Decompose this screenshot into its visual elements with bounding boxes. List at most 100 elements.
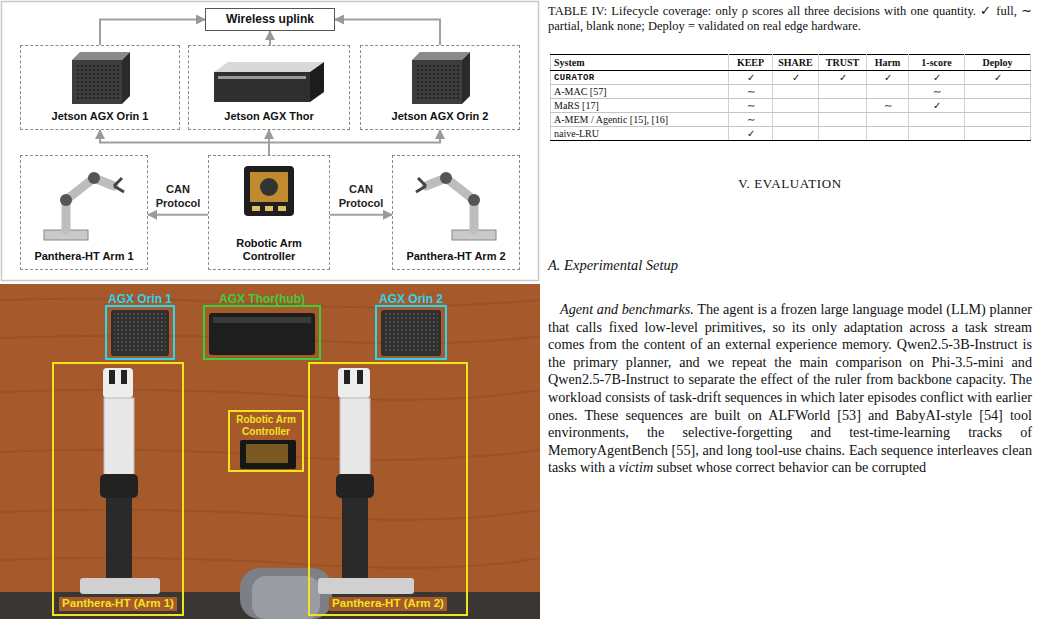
arm-box: Panthera-HT Arm 1 [20, 155, 148, 270]
table-header-cell: 1-score [909, 55, 965, 71]
table-cell: ✓ [819, 71, 867, 85]
photo-label: AGX Orin 1 [108, 292, 172, 306]
table-header-cell: SHARE [773, 55, 819, 71]
arm-icon [88, 172, 100, 184]
table-cell [773, 113, 819, 127]
controller-box: Robotic Arm Controller [208, 155, 330, 270]
table-cell-text: ✓ [839, 72, 847, 83]
table-cell: ✓ [729, 71, 773, 85]
table-cell-text: ✓ [792, 72, 800, 83]
table-cell [867, 127, 909, 141]
table-cell: CURATOR [551, 71, 729, 85]
photo-device-box: AGX Orin 2 [375, 305, 447, 360]
table-cell [909, 113, 965, 127]
box-label: Robotic Arm Controller [223, 237, 315, 263]
box-label: Jetson AGX Orin 2 [392, 110, 489, 123]
orin-icon [72, 52, 130, 104]
photo-arm [357, 370, 363, 384]
photo-arm [338, 368, 370, 398]
box-label: Panthera-HT Arm 1 [34, 250, 133, 263]
photo-arm [318, 578, 414, 594]
photo-orin [111, 310, 169, 356]
orin-icon [412, 60, 462, 104]
table-cell [819, 85, 867, 99]
controller-icon [278, 206, 286, 211]
thor-icon [218, 76, 306, 79]
table-header: KEEP [737, 57, 764, 68]
table-header-row: System KEEP SHARETRUST Harm 1-score Deploy [551, 55, 1031, 71]
table-cell-text: ∼ [747, 86, 755, 97]
photo-arm [342, 498, 368, 580]
connector-arrow [335, 20, 440, 46]
comparison-table: System KEEP SHARETRUST Harm 1-score DeployCUR… [550, 54, 1031, 141]
body-text: Agent and benchmarks. [560, 301, 694, 317]
table-row: CURATOR✓✓✓✓✓✓ [551, 71, 1031, 85]
table-cell-text: ✓ [933, 72, 941, 83]
photo-controller [246, 444, 288, 463]
controller-icon [260, 178, 278, 196]
arm-icon [66, 178, 114, 230]
photo-arm [344, 370, 350, 384]
arm-icon [440, 172, 452, 184]
thor-icon [214, 62, 324, 72]
hub-box: Jetson AGX Thor [188, 45, 350, 130]
orin-icon [122, 52, 130, 104]
box-label: Jetson AGX Thor [224, 110, 313, 123]
photo-arm [100, 474, 138, 498]
table-cell: ∼ [729, 85, 773, 99]
photo-arm [336, 474, 374, 498]
arm-icon [416, 178, 426, 192]
connector-arrow [269, 130, 440, 155]
table-cell-text: A-MEM / Agentic [15], [16] [554, 114, 668, 125]
photo-hub-box: AGX Thor(hub) [203, 305, 321, 360]
table-cell: ✓ [867, 71, 909, 85]
table-cell-text: ✓ [994, 72, 1002, 83]
table-header: Deploy [983, 57, 1013, 68]
orin-icon [72, 52, 130, 60]
table-cell [773, 85, 819, 99]
table-cell-text: A-MAC [57] [554, 86, 607, 97]
photo-arm [106, 498, 132, 580]
orin-icon [412, 52, 470, 104]
table-header-cell: TRUST [819, 55, 867, 71]
table-row: A-MEM / Agentic [15], [16]∼ [551, 113, 1031, 127]
arm-icon [426, 178, 474, 230]
photo-arm [103, 368, 133, 398]
table-cell: ✓ [729, 127, 773, 141]
orin-icon [75, 63, 119, 101]
photo-arm-box: Panthera-HT (Arm 1) [52, 362, 184, 616]
controller-icon [244, 166, 294, 216]
table-cell [819, 99, 867, 113]
table-header-cell: System [551, 55, 729, 71]
table-cell [965, 99, 1031, 113]
table-header-cell: Deploy [965, 55, 1031, 71]
table-cell-text: ✓ [747, 128, 755, 139]
orin-icon [412, 52, 470, 60]
photo-arm [340, 398, 370, 476]
table-cell: A-MEM / Agentic [15], [16] [551, 113, 729, 127]
table-cell: ✓ [773, 71, 819, 85]
table-row: MaRS [17]∼∼✓ [551, 99, 1031, 113]
controller-icon [265, 206, 273, 211]
photo-label: Panthera-HT (Arm 1) [59, 597, 177, 611]
table-cell-text: ✓ [884, 72, 892, 83]
table-row: naive-LRU ✓ [551, 127, 1031, 141]
photo-label: Robotic Arm Controller [233, 414, 299, 438]
thor-icon [214, 62, 324, 102]
section-heading: V. EVALUATION [548, 176, 1032, 192]
device-box: Jetson AGX Orin 1 [20, 45, 180, 130]
body-paragraph: Agent and benchmarks. The agent is a fro… [548, 301, 1032, 477]
table-cell: naive-LRU [551, 127, 729, 141]
table-cell: ∼ [909, 85, 965, 99]
photo-thor [213, 317, 311, 323]
photo-controller [240, 440, 296, 469]
connector-arrow [100, 20, 205, 46]
lab-photo [240, 568, 332, 619]
table-cell: ✓ [909, 99, 965, 113]
table-header: Harm [875, 57, 901, 68]
photo-label: AGX Orin 2 [379, 292, 443, 306]
table-cell-text: MaRS [17] [554, 100, 599, 111]
table-cell [773, 127, 819, 141]
table-cell-text: ∼ [933, 86, 941, 97]
